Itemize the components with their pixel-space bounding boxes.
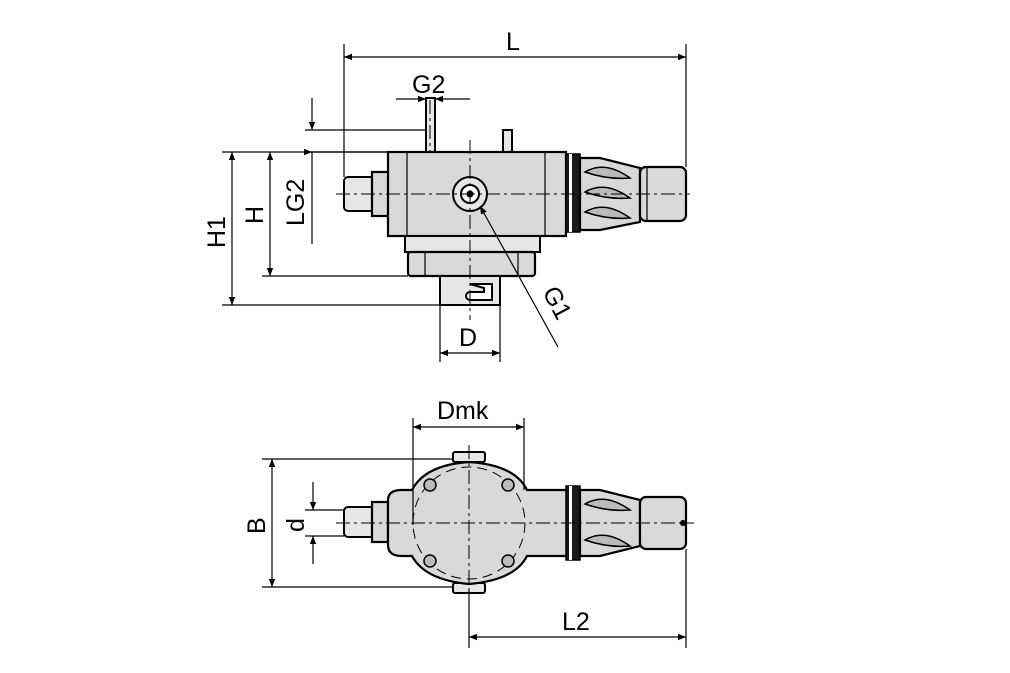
top-view: Dmk B d L2 <box>243 397 694 648</box>
bolt <box>501 554 515 568</box>
bolt <box>423 478 437 492</box>
bolt <box>423 554 437 568</box>
label-B: B <box>243 517 271 534</box>
right-collar <box>565 153 581 233</box>
lower-step <box>404 235 541 253</box>
top-pin <box>502 129 513 153</box>
label-G1: G1 <box>537 282 577 325</box>
label-G2: G2 <box>412 71 445 99</box>
label-H: H <box>241 206 269 224</box>
label-Dmk: Dmk <box>437 397 489 425</box>
side-view: L G2 LG2 H H1 G1 D <box>203 28 690 362</box>
label-L2: L2 <box>562 608 590 636</box>
bolt <box>501 478 515 492</box>
label-D: D <box>459 324 477 352</box>
label-L: L <box>506 28 520 56</box>
label-LG2: LG2 <box>282 179 310 226</box>
label-H1: H1 <box>203 216 231 248</box>
shank-clip <box>465 283 493 301</box>
top-left-stem <box>343 506 375 538</box>
label-d: d <box>282 518 310 532</box>
flange <box>406 250 537 278</box>
top-left-nut <box>370 500 390 544</box>
